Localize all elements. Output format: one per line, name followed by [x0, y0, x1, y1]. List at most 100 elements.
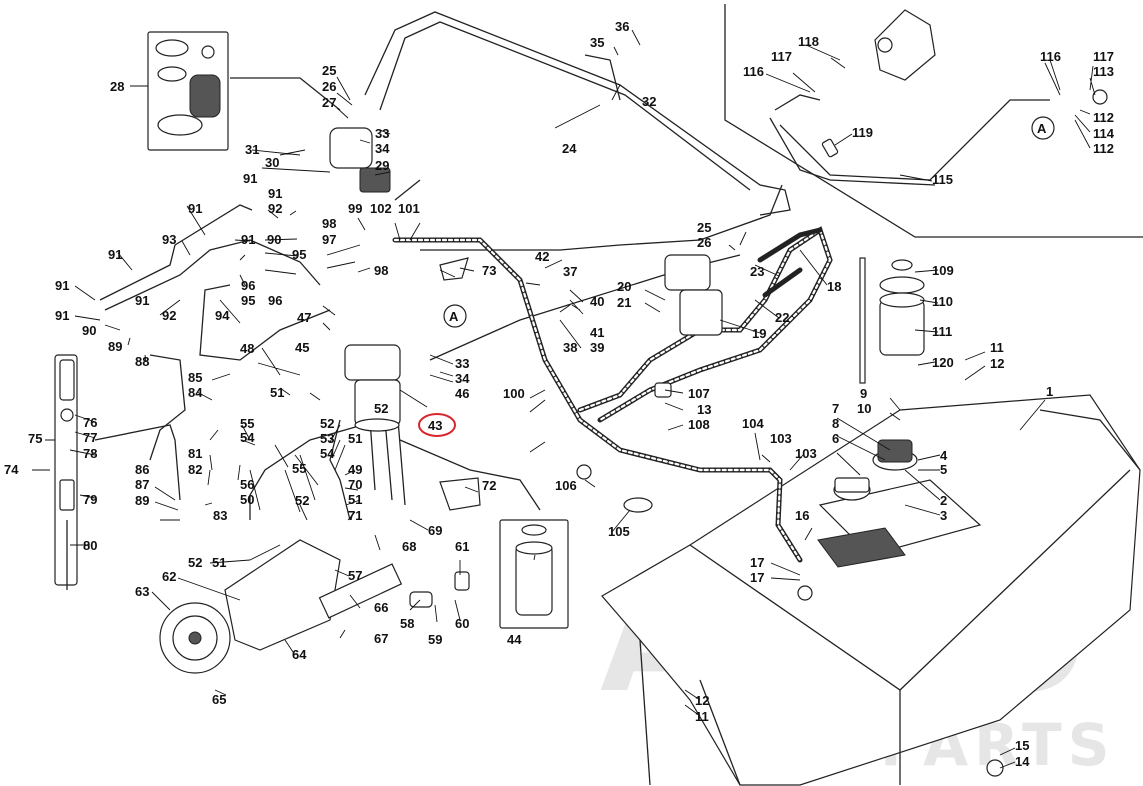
part-label: 6: [832, 431, 839, 446]
part-label: 54: [240, 430, 255, 445]
part-label: 33: [375, 126, 389, 141]
part-label: 88: [135, 354, 149, 369]
part-label: 116: [1040, 49, 1061, 64]
part-label: 38: [563, 340, 577, 355]
part-label: 46: [455, 386, 469, 401]
part-label: 15: [1015, 738, 1029, 753]
part-label: 82: [188, 462, 202, 477]
part-label: 54: [320, 446, 335, 461]
part-label: 111: [932, 324, 952, 339]
part-label: 13: [697, 402, 711, 417]
part-label: 112: [1093, 141, 1114, 156]
part-label: 25: [697, 220, 711, 235]
part-label: 5: [940, 462, 947, 477]
part-label: 95: [292, 247, 306, 262]
part-label: 55: [240, 416, 254, 431]
part-label: 19: [752, 326, 766, 341]
part-label: 64: [292, 647, 307, 662]
part-label: 34: [455, 371, 470, 386]
part-label: 93: [162, 232, 176, 247]
part-label: 67: [374, 631, 388, 646]
detail-marker-left: A: [449, 309, 459, 324]
part-label: 41: [590, 325, 604, 340]
part-label: 29: [375, 158, 389, 173]
part-label: 109: [932, 263, 954, 278]
part-label: 112: [1093, 110, 1114, 125]
part-label: 1: [1046, 384, 1053, 399]
part-label: 73: [482, 263, 496, 278]
part-label: 22: [775, 310, 789, 325]
part-label: 91: [135, 293, 149, 308]
part-label: 79: [83, 492, 97, 507]
part-label: 92: [162, 308, 176, 323]
part-label: 83: [213, 508, 227, 523]
part-label: 42: [535, 249, 549, 264]
part-label: 12: [990, 356, 1004, 371]
part-label: 70: [348, 477, 362, 492]
part-label: 71: [348, 508, 362, 523]
part-label: 3: [940, 508, 947, 523]
part-label: 99: [348, 201, 362, 216]
part-label: 59: [428, 632, 442, 647]
part-label: 55: [292, 461, 306, 476]
part-label: 107: [688, 386, 710, 401]
part-label: 87: [135, 477, 149, 492]
part-label: 8: [832, 416, 839, 431]
part-label: 116: [743, 64, 764, 79]
part-labels: 1 2 3 4 5 6 7 8 9 10 11 12 12 11 13 14 1…: [4, 19, 1115, 769]
part-label: 33: [455, 356, 469, 371]
part-label: 43: [428, 418, 442, 433]
part-label: 86: [135, 462, 149, 477]
part-label: 66: [374, 600, 388, 615]
highlight-ring: [418, 413, 456, 437]
part-label: 23: [750, 264, 764, 279]
part-label: 25: [322, 63, 336, 78]
detail-marker-right: A: [1037, 121, 1047, 136]
part-label: 98: [374, 263, 388, 278]
part-label: 96: [241, 278, 255, 293]
part-label: 20: [617, 279, 631, 294]
part-label: 96: [268, 293, 282, 308]
part-label: 24: [562, 141, 577, 156]
part-label: 84: [188, 385, 203, 400]
part-label: 101: [398, 201, 420, 216]
part-label: 53: [320, 431, 334, 446]
part-label: 40: [590, 294, 604, 309]
part-label: 78: [83, 446, 97, 461]
part-label: 120: [932, 355, 954, 370]
part-label: 97: [322, 232, 336, 247]
part-label: 52: [320, 416, 334, 431]
part-label: 91: [243, 171, 257, 186]
part-label: 91: [55, 278, 69, 293]
fuel-tank: [601, 394, 1141, 786]
part-label: 30: [265, 155, 279, 170]
part-label: 89: [108, 339, 122, 354]
part-label: 105: [608, 524, 630, 539]
part-label: 50: [240, 492, 254, 507]
part-label: 48: [240, 341, 254, 356]
part-label: 44: [507, 632, 522, 647]
part-label: 103: [770, 431, 792, 446]
part-label: 51: [348, 492, 362, 507]
part-label: 26: [697, 235, 711, 250]
part-label: 91: [188, 201, 202, 216]
detail-marker-circle-right: [1031, 116, 1055, 140]
part-label: 58: [400, 616, 414, 631]
part-label: 117: [771, 49, 792, 64]
part-label: 36: [615, 19, 629, 34]
part-label: 31: [245, 142, 259, 157]
part-label: 60: [455, 616, 469, 631]
part-label: 65: [212, 692, 226, 707]
part-label: 94: [215, 308, 230, 323]
part-label: 63: [135, 584, 149, 599]
part-label: 76: [83, 415, 97, 430]
part-label: 17: [750, 555, 764, 570]
part-label: 57: [348, 568, 362, 583]
rigid-fuel-pipes: [94, 11, 1050, 521]
part-label: 80: [83, 538, 97, 553]
part-label: 75: [28, 431, 42, 446]
part-label: 14: [1015, 754, 1030, 769]
part-label: 119: [852, 125, 873, 140]
part-label: 77: [83, 430, 97, 445]
